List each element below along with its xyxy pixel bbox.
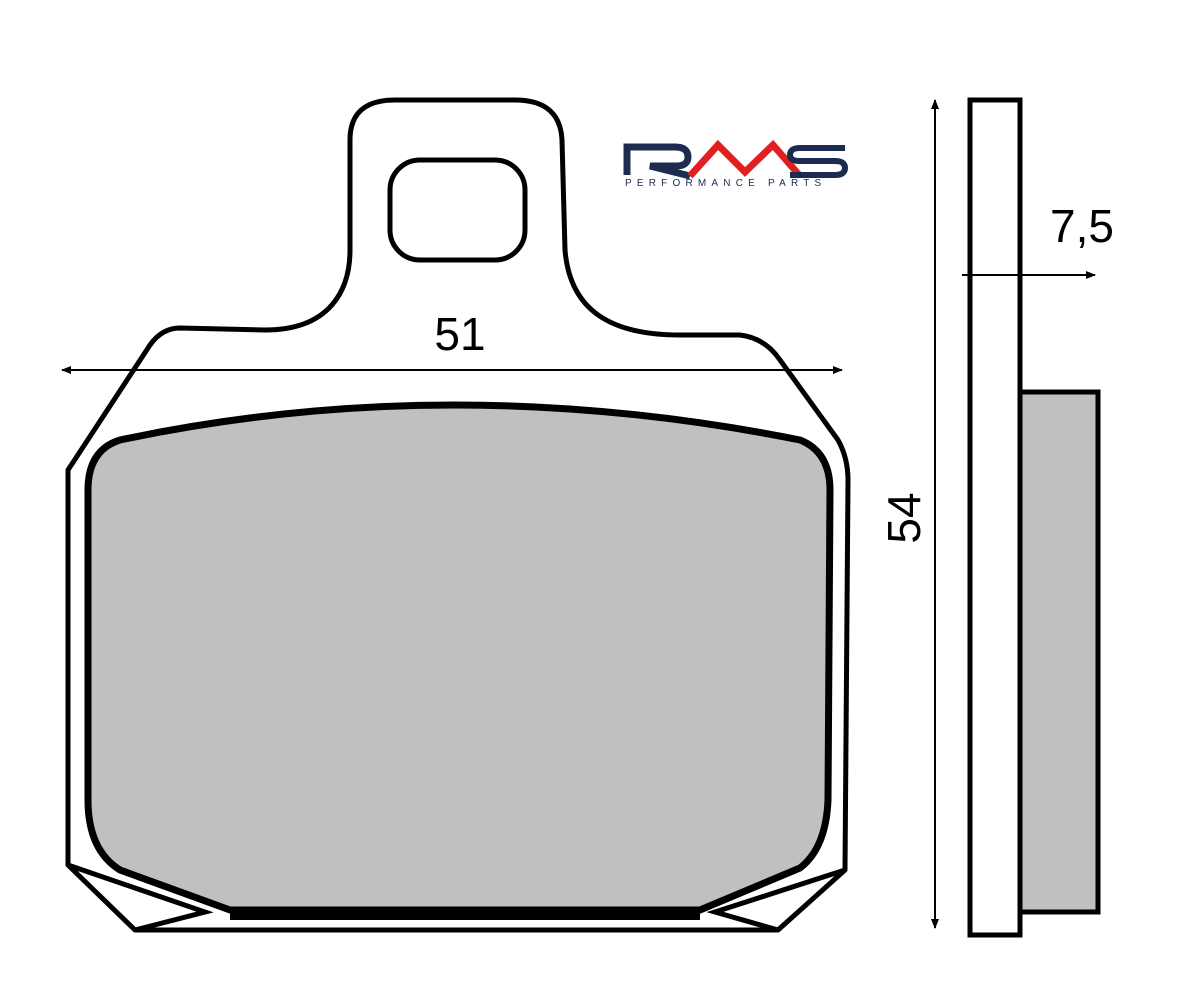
pad-bottom-band (230, 908, 700, 920)
backing-plate-side (967, 97, 1023, 938)
mounting-hole (387, 157, 528, 263)
friction-material-front (84, 401, 834, 914)
thickness-dimension-label: 7,5 (1050, 200, 1114, 252)
logo-m (687, 139, 803, 179)
rms-logo: PERFORMANCE PARTS (623, 139, 849, 189)
logo-tagline: PERFORMANCE PARTS (625, 178, 826, 189)
corner-chamfer-left (67, 862, 214, 933)
width-dimension-label: 51 (434, 308, 485, 360)
corner-chamfer-right (706, 867, 846, 933)
height-dimension-label: 54 (878, 492, 930, 543)
logo-r (623, 143, 692, 180)
logo-s (786, 145, 849, 178)
friction-material-side (1017, 389, 1101, 915)
